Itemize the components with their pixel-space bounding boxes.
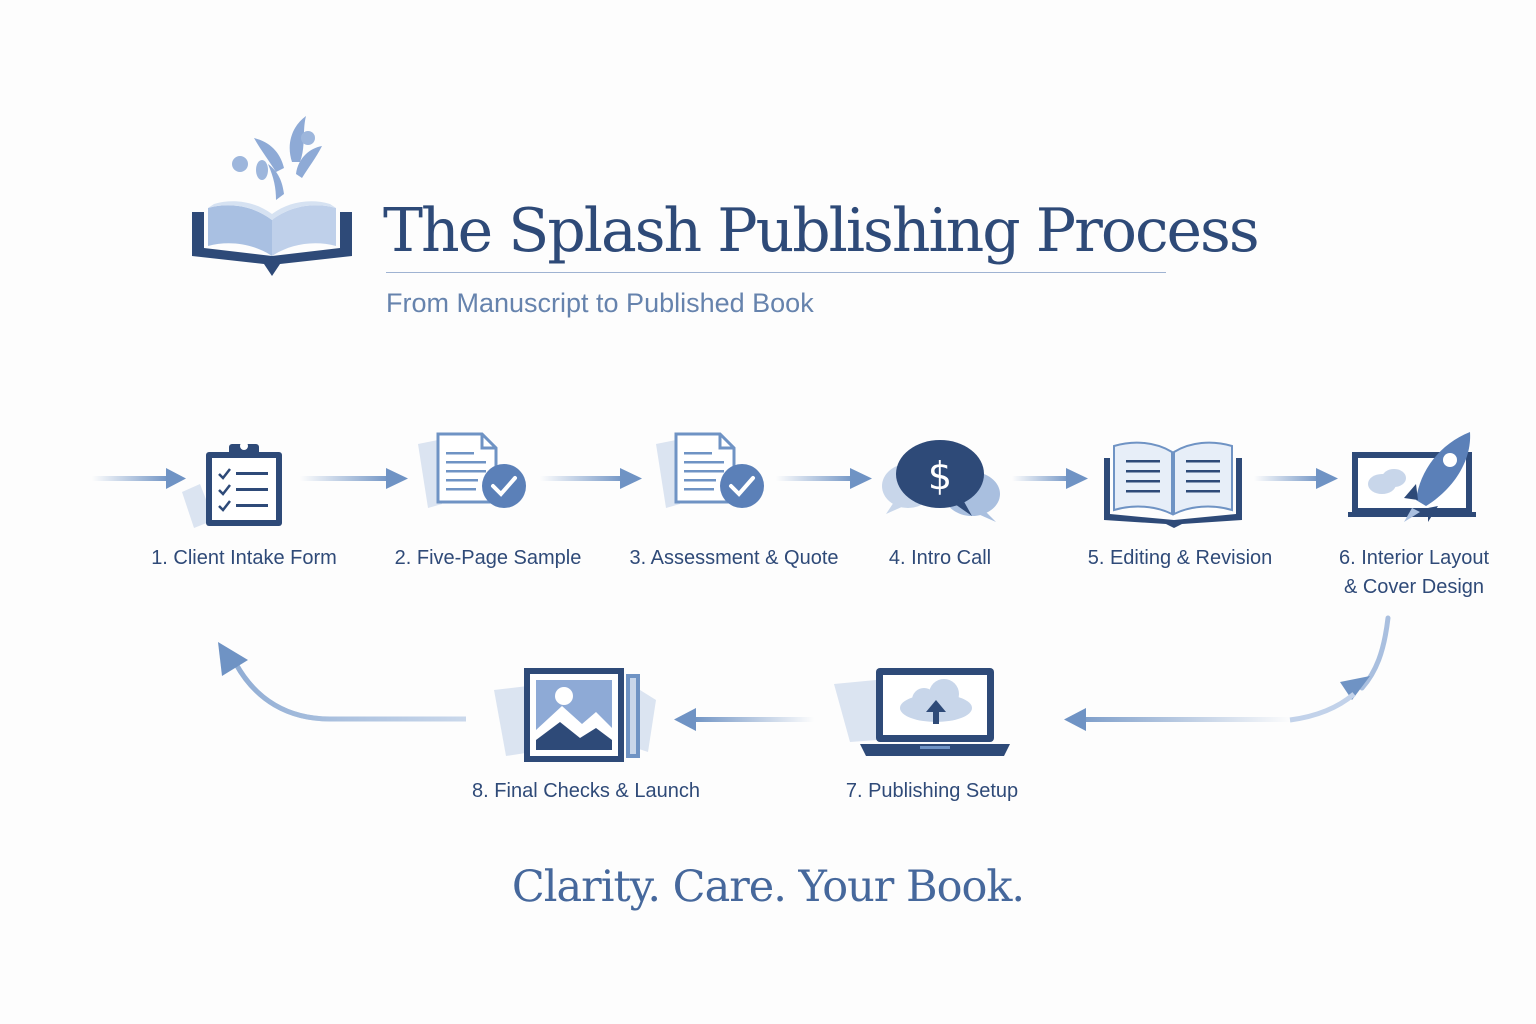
page-title: The Splash Publishing Process — [383, 196, 1260, 266]
arrow-step-4-to-5 — [1012, 468, 1088, 489]
step-6-label: 6. Interior Layout — [1338, 547, 1490, 569]
arrow-step-1-to-2 — [300, 468, 408, 489]
clipboard-checklist-icon — [182, 442, 282, 528]
dollar-speech-bubble-icon: $ — [882, 440, 1000, 522]
step-3-label: 3. Assessment & Quote — [629, 547, 839, 569]
step-8-label: 8. Final Checks & Launch — [472, 780, 700, 802]
open-book-icon — [1104, 441, 1242, 528]
step-1-label: 1. Client Intake Form — [151, 547, 337, 569]
arrow-into-step-7 — [1064, 692, 1356, 731]
tagline: Clarity. Care. Your Book. — [511, 862, 1025, 912]
document-check-icon — [656, 432, 764, 508]
arrow-step-5-to-6 — [1254, 468, 1338, 489]
laptop-cloud-upload-icon — [834, 668, 1010, 756]
page-subtitle: From Manuscript to Published Book — [386, 288, 814, 318]
document-check-icon — [418, 432, 526, 508]
step-4-label: 4. Intro Call — [888, 547, 992, 569]
arrow-step-3-to-4 — [776, 468, 872, 489]
step-7-label: 7. Publishing Setup — [845, 780, 1019, 802]
step-5-label: 5. Editing & Revision — [1087, 547, 1273, 569]
arrow-step-2-to-3 — [540, 468, 642, 489]
step-2-label: 2. Five-Page Sample — [394, 547, 582, 569]
framed-landscape-icon — [494, 668, 656, 762]
svg-text:$: $ — [928, 454, 952, 498]
arrow-step-7-to-8 — [674, 708, 814, 731]
arrow-step-6-curve-down — [1340, 615, 1391, 700]
arrow-into-step-1 — [92, 468, 186, 489]
arrow-return-to-step-1 — [218, 642, 466, 722]
splash-book-logo-icon — [192, 116, 352, 276]
rocket-screen-icon — [1348, 432, 1476, 522]
title-underline-divider — [386, 272, 1166, 273]
step-6-label-line2: & Cover Design — [1343, 576, 1485, 598]
